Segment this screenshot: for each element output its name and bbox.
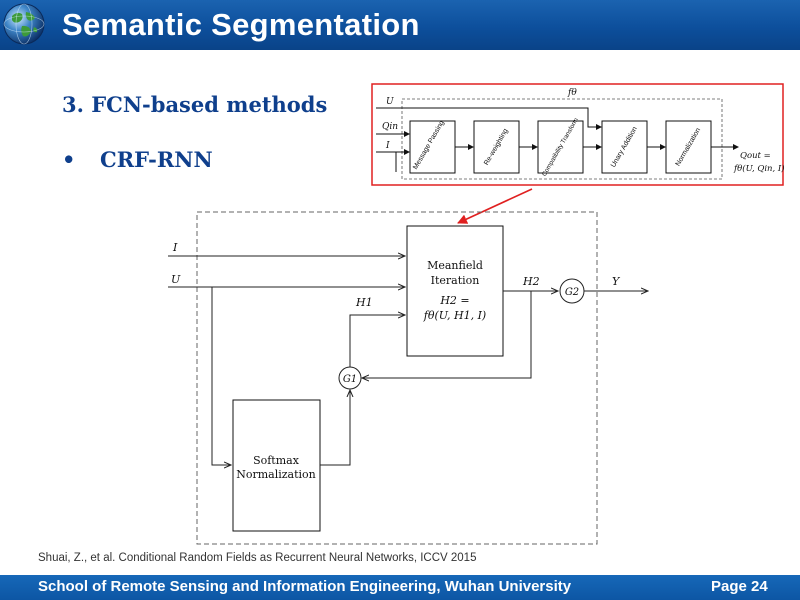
softmax-normalization-box [232, 399, 321, 532]
citation-text: Shuai, Z., et al. Conditional Random Fie… [38, 552, 477, 564]
softmax-label-1: Softmax [253, 454, 300, 467]
footer-bar: School of Remote Sensing and Information… [0, 575, 800, 600]
inset-u-line [376, 107, 602, 130]
globe-icon [3, 3, 45, 45]
meanfield-eq-1: H2 = [439, 294, 469, 307]
softmax-label-2: Normalization [236, 468, 316, 481]
h2-label: H2 [522, 275, 540, 288]
inset-output-label-1: Qout = [740, 151, 771, 161]
inset-input-i: I [385, 141, 390, 151]
output-y-label: Y [612, 275, 621, 288]
feedback-loop-line [362, 291, 532, 378]
softmax-to-g1-line [320, 390, 350, 466]
meanfield-label-2: Iteration [431, 274, 480, 287]
page-number: Page 24 [711, 578, 768, 595]
inset-dashed-box [401, 98, 723, 180]
slide-title: Semantic Segmentation [62, 7, 420, 42]
inset-stage-reweighting: Re-weighting [473, 120, 520, 174]
main-input-i: I [172, 241, 178, 254]
inset-stage-normalization: Normalization [665, 120, 712, 174]
meanfield-eq-2: fθ(U, H1, I) [423, 309, 486, 322]
inset-input-qin: Qin [382, 122, 398, 132]
g2-label: G2 [565, 287, 579, 298]
g1-label: G1 [343, 374, 357, 385]
section-heading: 3. FCN-based methods [62, 92, 328, 117]
bullet-icon: • [62, 147, 76, 172]
footer-institution: School of Remote Sensing and Information… [38, 578, 572, 595]
main-input-u: U [171, 273, 181, 286]
main-u-to-softmax [211, 287, 231, 465]
pointer-arrow [457, 188, 533, 224]
inset-output-label-2: fθ(U, Qin, I) [733, 163, 785, 174]
inset-stage-unary-addition: Unary Addition [601, 120, 648, 174]
meanfield-label-1: Meanfield [427, 259, 483, 272]
main-diagram: Meanfield Iteration H2 = fθ(U, H1, I) So… [168, 211, 648, 545]
bullet-text: CRF-RNN [100, 147, 213, 172]
inset-stage-compatibility: Compatibility Transform [537, 117, 584, 178]
inset-stage-message-passing: Message Passing [409, 119, 456, 174]
inset-input-u: U [386, 97, 394, 107]
inset-f-label: fθ [567, 88, 577, 98]
h1-label: H1 [355, 296, 373, 309]
meanfield-iteration-box [406, 225, 504, 357]
title-bar: Semantic Segmentation [0, 0, 800, 50]
inset-diagram: fθ U Qin I Message Passing Re-weighting … [371, 83, 785, 186]
main-dashed-box [196, 211, 598, 545]
g1-to-meanfield-line [349, 315, 405, 367]
